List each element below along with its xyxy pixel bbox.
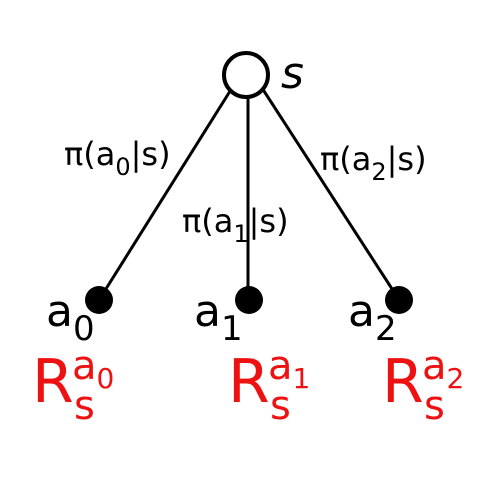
- reward-label-a2: R a2 s: [382, 343, 465, 429]
- action-label-a0: a0: [46, 286, 95, 349]
- action-label-a2: a2: [348, 286, 397, 349]
- edge-s-a2: [260, 87, 396, 293]
- reward-label-a1: R a1 s: [228, 343, 311, 429]
- reward-label-a0: R a0 s: [32, 343, 115, 429]
- policy-label-a1: π(a1|s): [182, 202, 289, 248]
- action-node-a0: [85, 286, 113, 314]
- action-node-a1: [235, 286, 263, 314]
- state-node: [222, 51, 270, 99]
- policy-label-a2: π(a2|s): [320, 140, 427, 186]
- edge-s-a0: [102, 87, 234, 293]
- state-label: s: [281, 48, 304, 99]
- policy-label-a0: π(a0|s): [64, 135, 171, 181]
- action-label-a1: a1: [194, 286, 243, 349]
- action-node-a2: [385, 286, 413, 314]
